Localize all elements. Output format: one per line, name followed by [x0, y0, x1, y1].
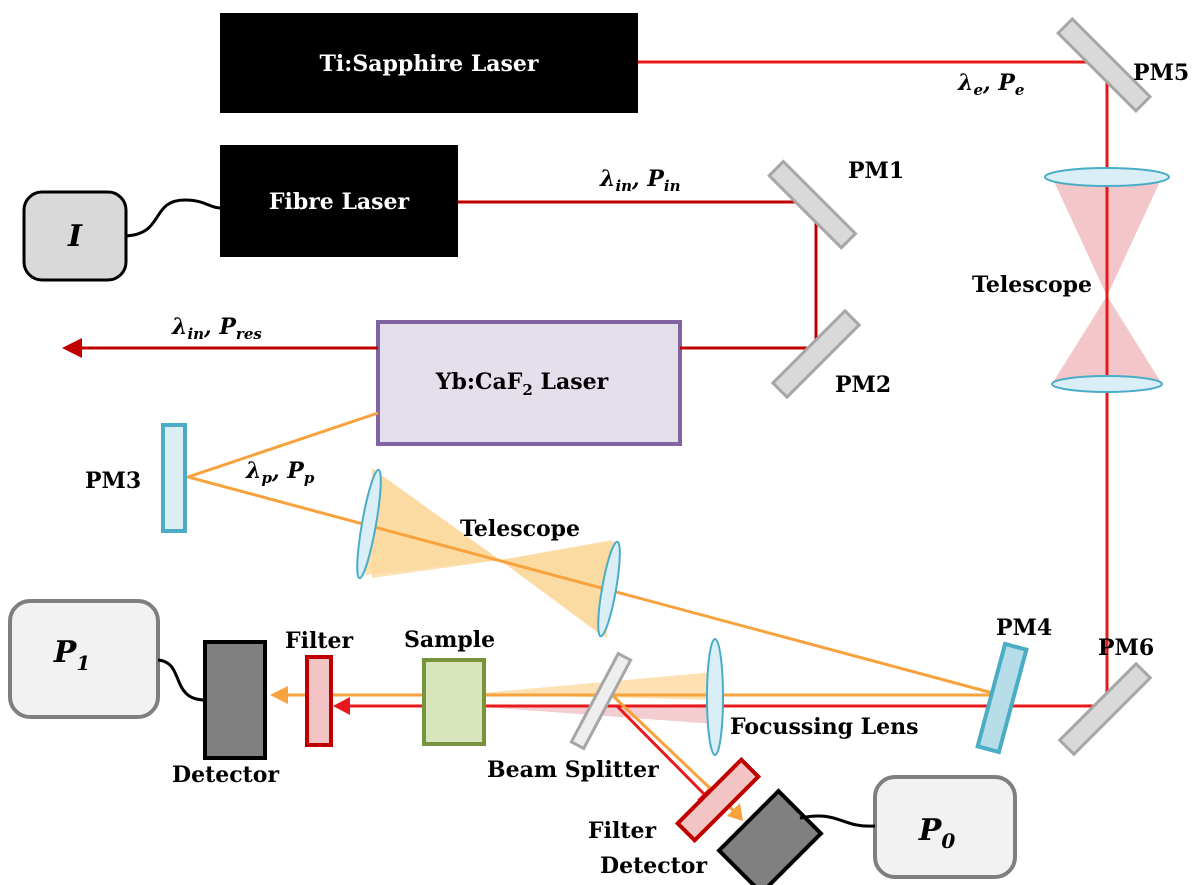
power-meter-0-cable	[799, 814, 876, 828]
pm5-label: PM5	[1133, 60, 1189, 86]
telescope-diagonal-label: Telescope	[460, 516, 580, 542]
detector-bottom-label: Detector	[600, 853, 707, 879]
ti-sapphire-laser-box	[220, 13, 638, 113]
yb-caf2-laser-box	[376, 320, 682, 446]
current-cable	[125, 198, 221, 238]
pm4-mirror	[975, 641, 1029, 755]
beam-label-in: λin, Pin	[599, 166, 681, 195]
split-orange-arrowhead	[727, 803, 743, 821]
sample	[422, 658, 486, 746]
diagonal-telescope-cone-left	[365, 470, 500, 575]
power-meter-0-box	[873, 775, 1017, 879]
filter-left-label: Filter	[285, 628, 353, 654]
pm1-mirror	[767, 159, 858, 250]
pm2-mirror	[770, 308, 862, 400]
fibre-laser-beam	[458, 200, 818, 350]
left-filter	[305, 655, 333, 747]
pm2-label: PM2	[835, 372, 891, 398]
focussing-lens	[706, 638, 724, 756]
pm3-mirror	[161, 423, 187, 533]
pm4-label: PM4	[996, 615, 1052, 641]
yb-caf2-laser-label: Yb:CaF2 Laser	[435, 369, 609, 399]
detector-left-label: Detector	[172, 762, 279, 788]
power-meter-1-label: P1	[53, 635, 90, 675]
bottom-detector	[716, 788, 824, 885]
power-meter-1-box	[8, 599, 160, 719]
pump-focus-cone	[470, 672, 715, 700]
pm5-mirror	[1056, 16, 1153, 113]
telescope-lens-top	[1044, 167, 1170, 187]
probe-arrowhead-left	[333, 697, 350, 715]
beam-label-p: λp, Pp	[245, 458, 315, 487]
focussing-lens-label: Focussing Lens	[730, 714, 919, 740]
pm6-label: PM6	[1098, 635, 1154, 661]
fibre-laser-label: Fibre Laser	[269, 189, 410, 215]
split-red-beam	[615, 704, 707, 797]
pump-beam	[182, 411, 1001, 697]
sample-label: Sample	[404, 627, 495, 653]
pm6-mirror	[1057, 661, 1153, 757]
bottom-filter	[674, 756, 762, 844]
current-source-label: I	[67, 219, 83, 254]
beam-label-res: λin, Pres	[171, 314, 262, 343]
telescope-lens-bottom	[1051, 375, 1163, 393]
power-meter-1-cable	[157, 658, 206, 702]
filter-bottom-label: Filter	[588, 818, 656, 844]
beam-label-e: λe, Pe	[957, 70, 1024, 99]
beam-splitter-label: Beam Splitter	[487, 757, 659, 783]
diagonal-telescope-lens-left	[356, 468, 382, 580]
pump-arrowhead-left	[270, 686, 288, 704]
pm3-label: PM3	[85, 468, 141, 494]
fibre-laser-box	[220, 145, 458, 257]
pm1-label: PM1	[848, 158, 904, 184]
left-detector	[203, 640, 267, 760]
telescope-vertical-label: Telescope	[972, 272, 1092, 298]
ti-sapphire-laser-label: Ti:Sapphire Laser	[319, 51, 538, 77]
diagonal-telescope-cone-right	[500, 541, 617, 635]
residual-arrowhead	[62, 338, 82, 358]
power-meter-0-label: P0	[918, 813, 956, 853]
beam-splitter	[569, 651, 633, 751]
diagonal-telescope-lens-right	[597, 540, 621, 638]
